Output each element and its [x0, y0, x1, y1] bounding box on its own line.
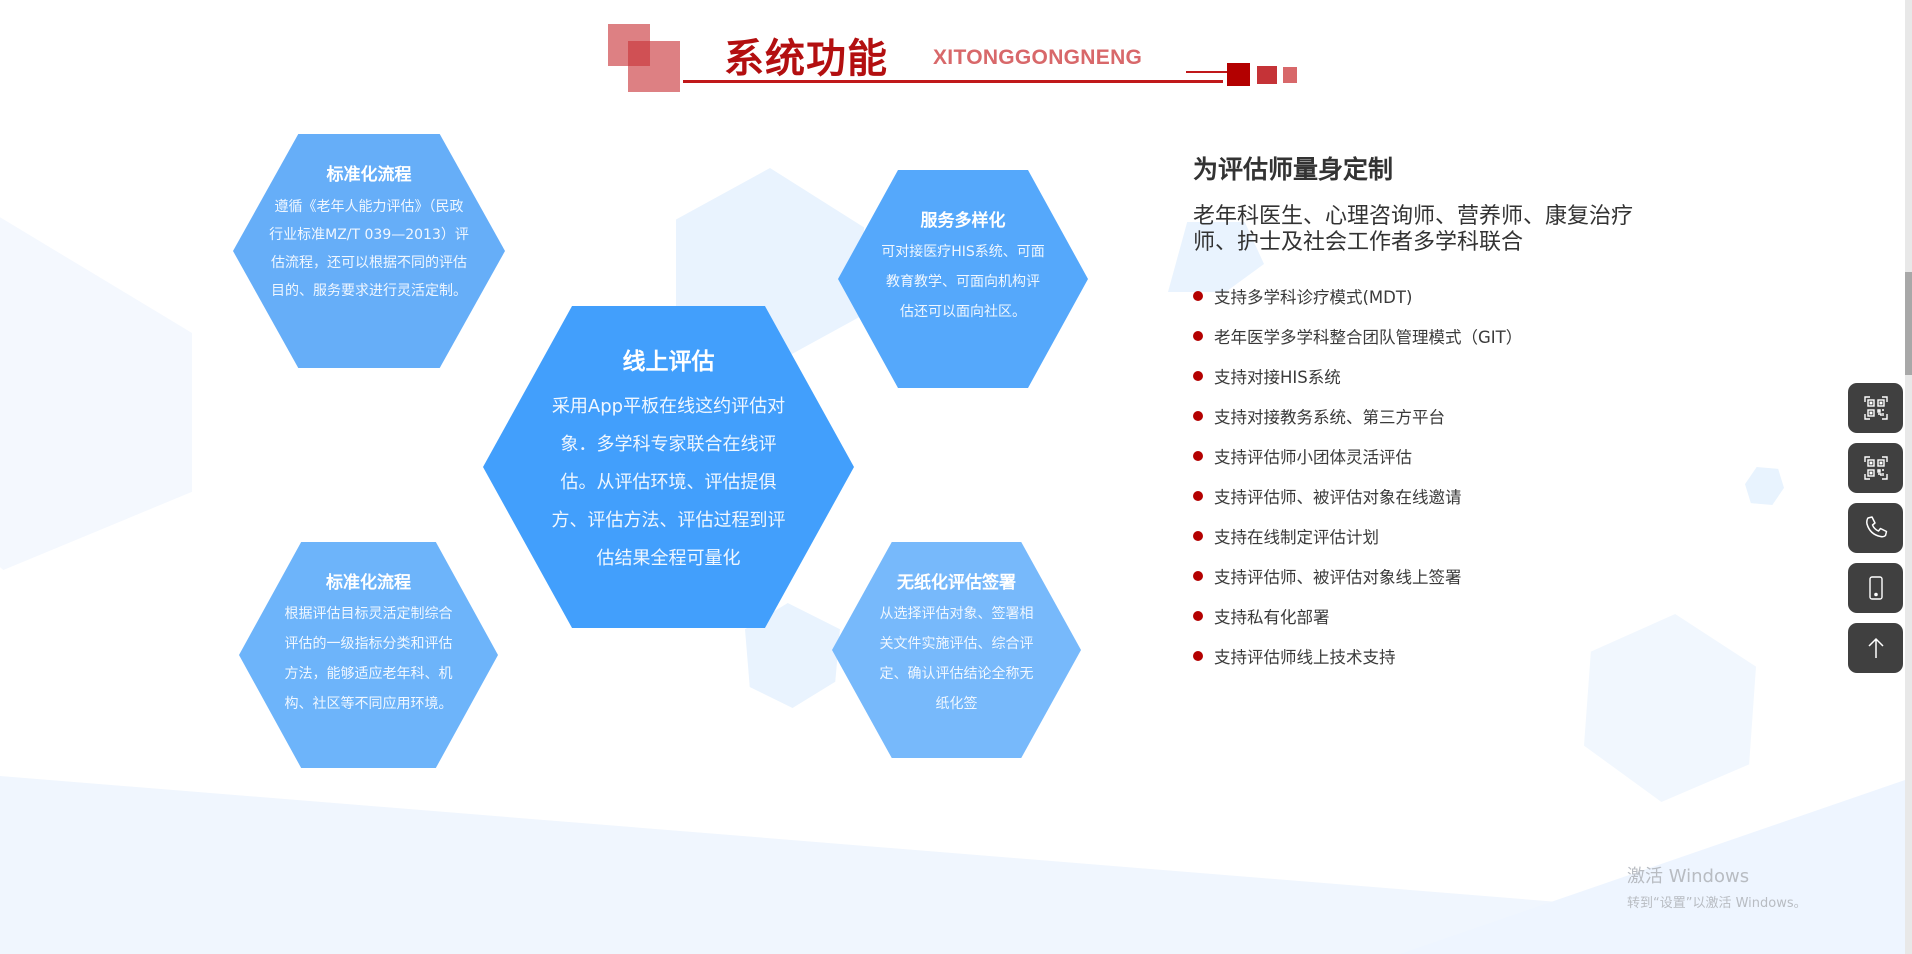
scrollbar-thumb[interactable]	[1905, 272, 1912, 375]
feature-hex-standard-process: 标准化流程 遵循《老年人能力评估》（民政行业标准MZ/T 039—2013）评估…	[233, 134, 505, 368]
list-item: 支持评估师、被评估对象线上签署	[1193, 556, 1713, 596]
list-item-text: 老年医学多学科整合团队管理模式（GIT）	[1214, 328, 1523, 347]
list-item: 支持评估师、被评估对象在线邀请	[1193, 476, 1713, 516]
panel-subheading: 老年科医生、心理咨询师、营养师、康复治疗师、护士及社会工作者多学科联合	[1193, 204, 1634, 255]
mobile-button[interactable]	[1848, 563, 1903, 613]
feature-hex-standard-process-2: 标准化流程 根据评估目标灵活定制综合评估的一级指标分类和评估方法，能够适应老年科…	[239, 542, 498, 768]
bullet-icon	[1193, 371, 1203, 381]
title-decoration-square	[1227, 63, 1250, 86]
bullet-icon	[1193, 491, 1203, 501]
feature-title: 服务多样化	[920, 211, 1006, 231]
qr-code-icon	[1863, 456, 1888, 480]
list-item-text: 支持评估师线上技术支持	[1214, 648, 1396, 667]
feature-title: 标准化流程	[326, 165, 412, 185]
bullet-icon	[1193, 411, 1203, 421]
list-item: 老年医学多学科整合团队管理模式（GIT）	[1193, 316, 1713, 356]
qr-code-icon	[1863, 396, 1888, 420]
bullet-icon	[1193, 571, 1203, 581]
title-decoration-square	[628, 41, 680, 92]
list-item: 支持评估师线上技术支持	[1193, 636, 1713, 676]
title-decoration-square	[1283, 67, 1297, 83]
page-scrollbar[interactable]	[1905, 0, 1912, 954]
list-item-text: 支持评估师小团体灵活评估	[1214, 448, 1412, 467]
list-item: 支持对接HIS系统	[1193, 356, 1713, 396]
list-item: 支持私有化部署	[1193, 596, 1713, 636]
list-item: 支持多学科诊疗模式(MDT)	[1193, 276, 1713, 316]
title-decoration-square	[1257, 66, 1277, 84]
feature-list: 支持多学科诊疗模式(MDT) 老年医学多学科整合团队管理模式（GIT） 支持对接…	[1193, 276, 1713, 676]
list-item: 支持在线制定评估计划	[1193, 516, 1713, 556]
bg-hexagon	[0, 175, 192, 570]
bullet-icon	[1193, 331, 1203, 341]
feature-description: 从选择评估对象、签署相关文件实施评估、综合评定、确认评估结论全称无纸化签	[879, 606, 1034, 712]
title-underline-accent	[1186, 71, 1230, 73]
bullet-icon	[1193, 291, 1203, 301]
list-item-text: 支持评估师、被评估对象线上签署	[1214, 568, 1462, 587]
qr-code-button[interactable]	[1848, 383, 1903, 433]
list-item-text: 支持对接HIS系统	[1214, 368, 1341, 387]
list-item-text: 支持对接教务系统、第三方平台	[1214, 408, 1445, 427]
qr-code-button[interactable]	[1848, 443, 1903, 493]
section-title: 系统功能	[724, 36, 888, 82]
feature-hex-paperless-signing: 无纸化评估签署 从选择评估对象、签署相关文件实施评估、综合评定、确认评估结论全称…	[832, 542, 1081, 758]
feature-description: 可对接医疗HIS系统、可面教育教学、可面向机构评估还可以面向社区。	[881, 244, 1045, 320]
bullet-icon	[1193, 531, 1203, 541]
list-item: 支持对接教务系统、第三方平台	[1193, 396, 1713, 436]
watermark-subtitle: 转到“设置”以激活 Windows。	[1627, 896, 1807, 911]
arrow-up-icon	[1867, 637, 1884, 658]
bullet-icon	[1193, 651, 1203, 661]
mobile-icon	[1868, 576, 1883, 600]
back-to-top-button[interactable]	[1848, 623, 1903, 673]
list-item-text: 支持评估师、被评估对象在线邀请	[1214, 488, 1462, 507]
list-item-text: 支持私有化部署	[1214, 608, 1330, 627]
bg-hexagon	[1745, 467, 1784, 505]
feature-description: 遵循《老年人能力评估》（民政行业标准MZ/T 039—2013）评估流程，还可以…	[269, 199, 469, 299]
feature-hex-online-assessment: 线上评估 采用App平板在线这约评估对象．多学科专家联合在线评估。从评估环境、评…	[483, 306, 854, 628]
list-item-text: 支持在线制定评估计划	[1214, 528, 1379, 547]
section-header: 系统功能 XITONGGONGNENG	[0, 0, 1905, 100]
feature-title: 无纸化评估签署	[897, 573, 1016, 593]
bullet-icon	[1193, 611, 1203, 621]
bullet-icon	[1193, 451, 1203, 461]
feature-title: 标准化流程	[326, 573, 411, 593]
section-title-pinyin: XITONGGONGNENG	[933, 46, 1143, 69]
feature-hex-diversified-service: 服务多样化 可对接医疗HIS系统、可面教育教学、可面向机构评估还可以面向社区。	[838, 170, 1088, 388]
floating-toolbar	[1848, 383, 1903, 683]
feature-description: 根据评估目标灵活定制综合评估的一级指标分类和评估方法，能够适应老年科、机构、社区…	[284, 606, 453, 712]
list-item-text: 支持多学科诊疗模式(MDT)	[1214, 288, 1413, 307]
phone-icon	[1865, 516, 1887, 538]
panel-heading: 为评估师量身定制	[1193, 155, 1394, 184]
windows-activation-watermark: 激活 Windows 转到“设置”以激活 Windows。	[1627, 862, 1807, 911]
phone-button[interactable]	[1848, 503, 1903, 553]
list-item: 支持评估师小团体灵活评估	[1193, 436, 1713, 476]
watermark-title: 激活 Windows	[1627, 866, 1750, 887]
title-underline	[683, 80, 1223, 83]
feature-title: 线上评估	[622, 349, 715, 375]
feature-description: 采用App平板在线这约评估对象．多学科专家联合在线评估。从评估环境、评估提俱方、…	[551, 396, 786, 569]
assessor-features-panel: 为评估师量身定制 老年科医生、心理咨询师、营养师、康复治疗师、护士及社会工作者多…	[1193, 150, 1713, 676]
